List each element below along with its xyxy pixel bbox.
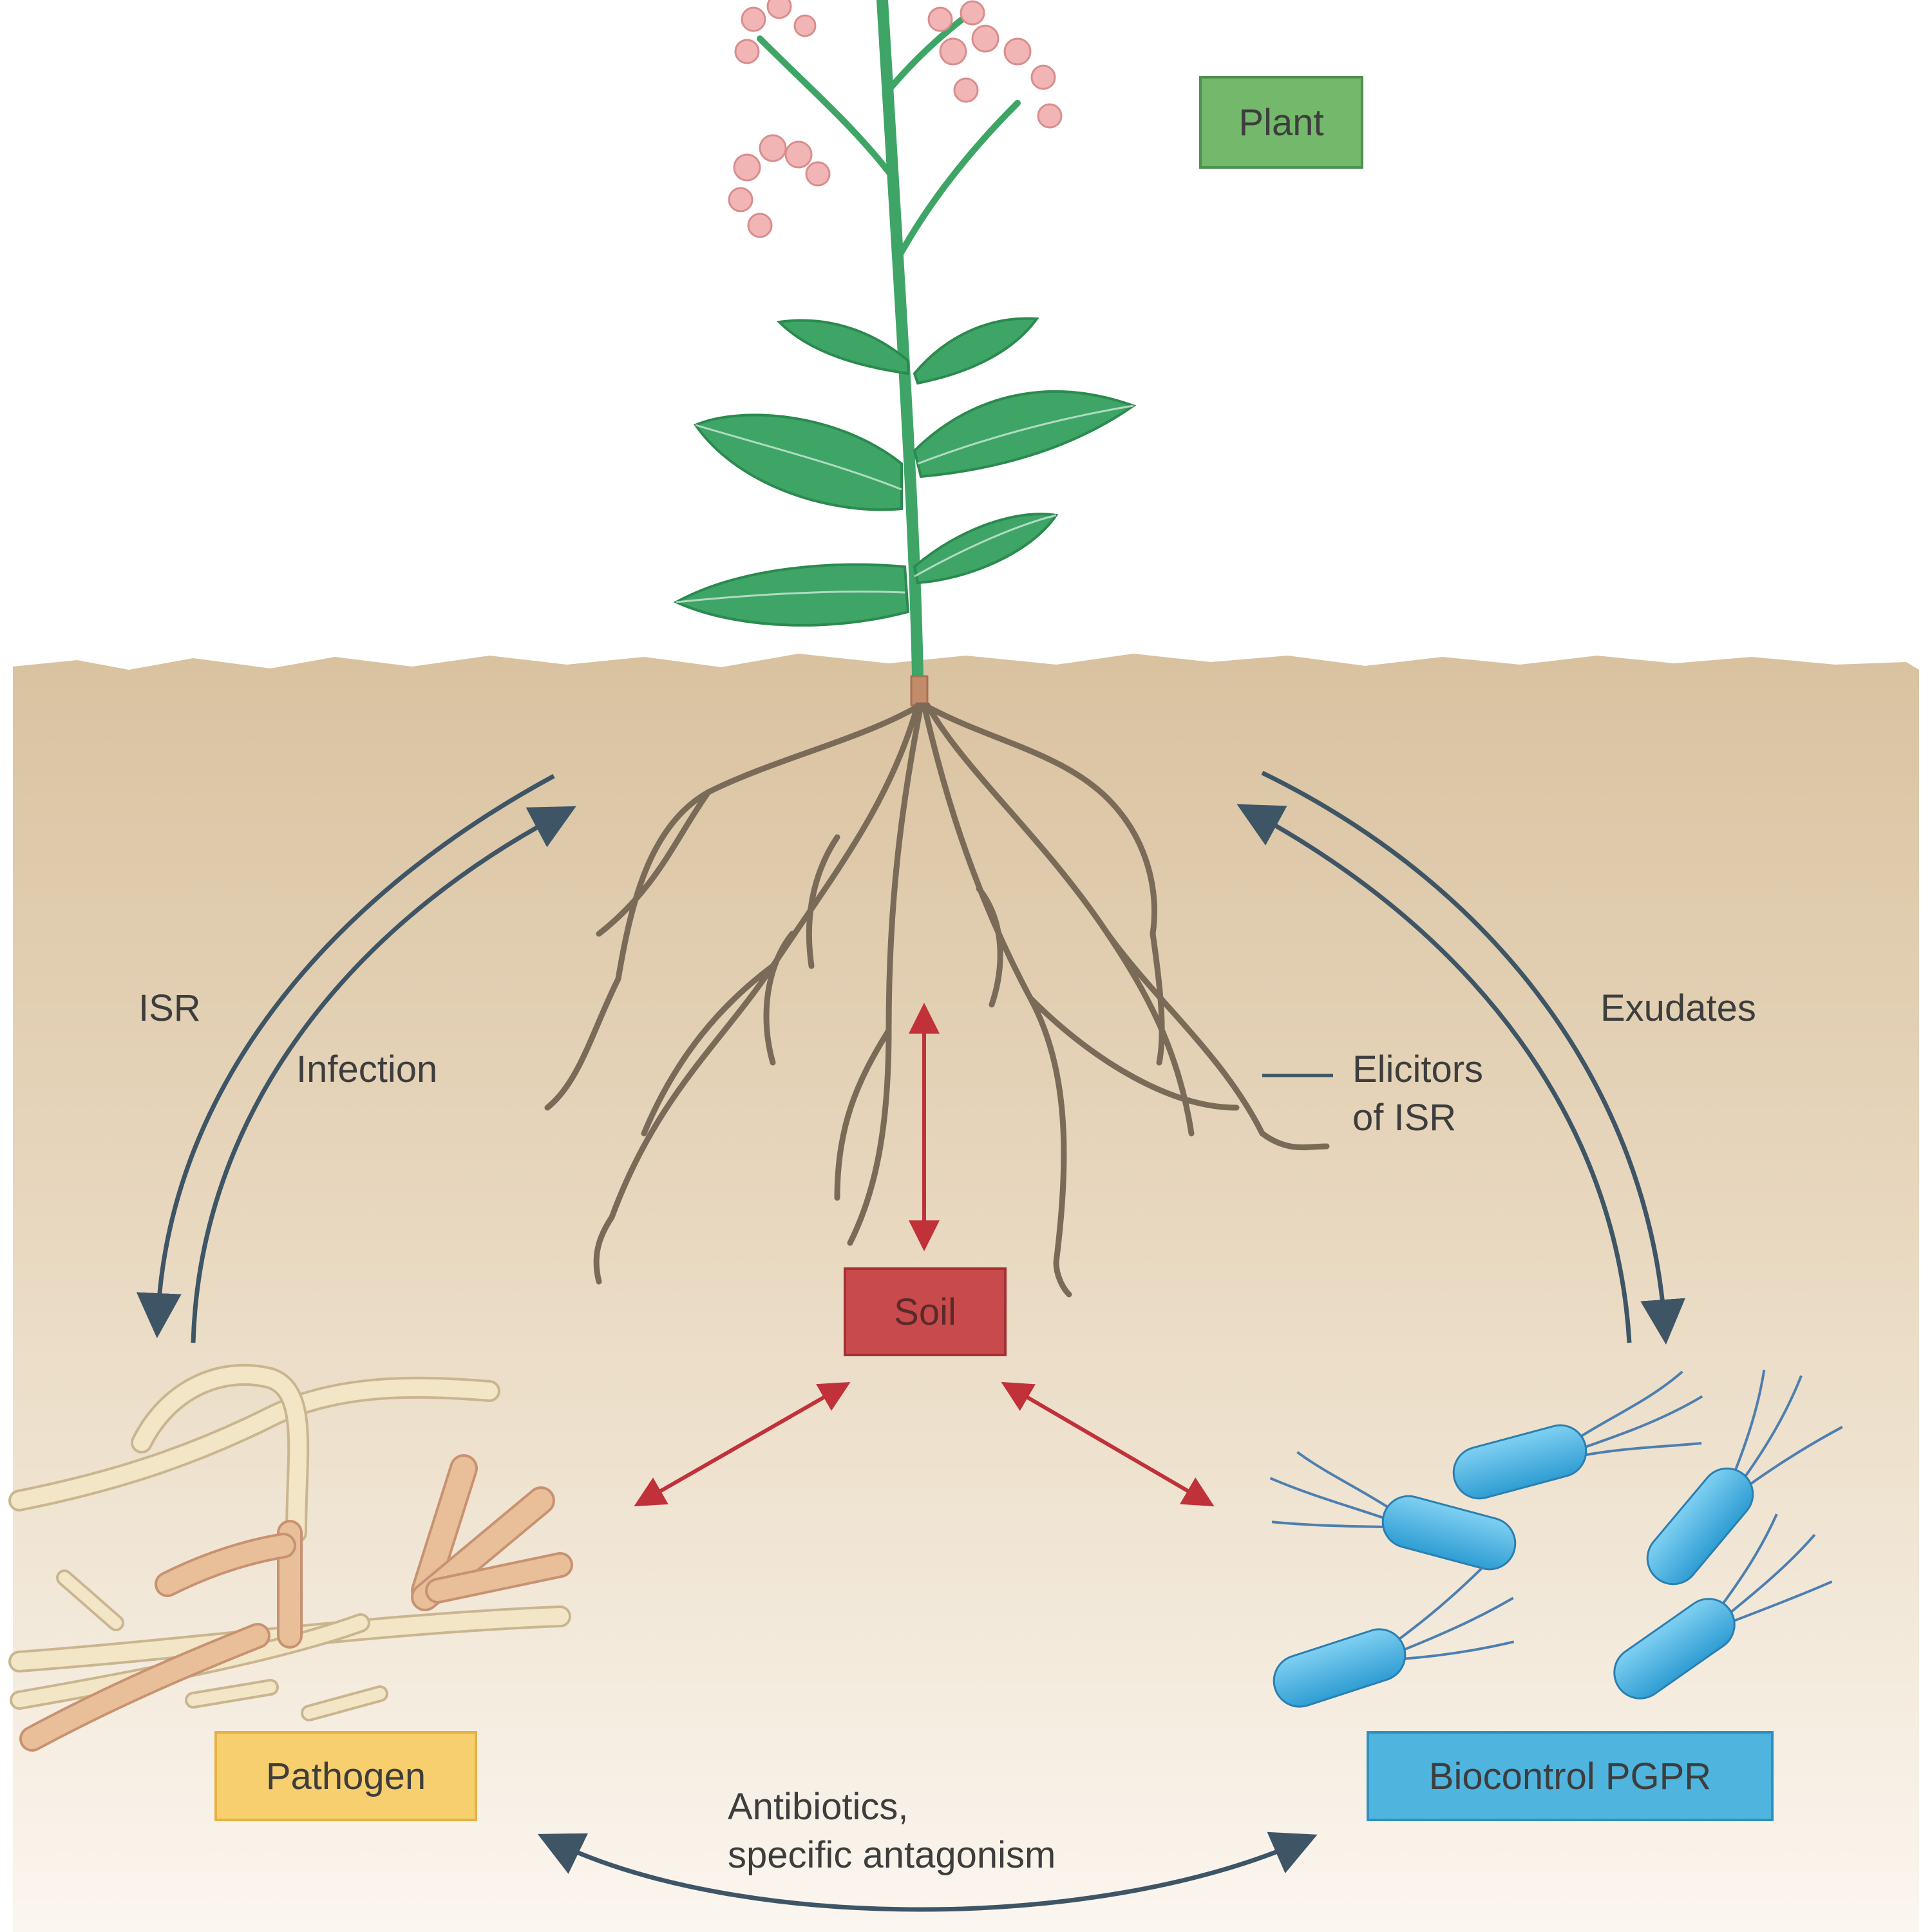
pathogen-label: Pathogen bbox=[265, 1755, 426, 1797]
pathogen-hyphae bbox=[8, 1363, 573, 1752]
elicitors-label-line2: of ISR bbox=[1352, 1097, 1457, 1139]
infection-arrow bbox=[191, 806, 576, 1343]
biocontrol-label: Biocontrol PGPR bbox=[1428, 1755, 1712, 1797]
soil-label: Soil bbox=[894, 1291, 956, 1333]
flower-clusters bbox=[728, 0, 1063, 238]
bacterium bbox=[1452, 1370, 1703, 1500]
bacterium bbox=[1269, 1451, 1517, 1571]
pgpr-to-root-arrow bbox=[1236, 804, 1632, 1343]
soil-pgpr-arrow bbox=[1001, 1381, 1215, 1507]
isr-label: ISR bbox=[138, 987, 201, 1029]
elicitors-label-line1: Elicitors bbox=[1352, 1048, 1484, 1090]
plant-box: Plant bbox=[1199, 76, 1363, 169]
pathogen-box: Pathogen bbox=[214, 1731, 477, 1821]
bacteria-group bbox=[1269, 1369, 1843, 1708]
bacterium bbox=[1646, 1369, 1843, 1586]
bacterium bbox=[1613, 1513, 1833, 1700]
roots bbox=[544, 675, 1330, 1298]
infection-label: Infection bbox=[296, 1048, 438, 1090]
soil-box: Soil bbox=[844, 1267, 1007, 1356]
exudates-arrow bbox=[1261, 770, 1685, 1345]
bacterium bbox=[1273, 1566, 1515, 1708]
leaf-veins bbox=[676, 404, 1134, 603]
antibiotics-arrow bbox=[537, 1832, 1318, 1912]
plant-label: Plant bbox=[1238, 101, 1324, 144]
biocontrol-box: Biocontrol PGPR bbox=[1367, 1731, 1774, 1821]
exudates-label: Exudates bbox=[1600, 987, 1756, 1029]
antibiotics-label-line2: specific antagonism bbox=[728, 1834, 1056, 1876]
antibiotics-label-line1: Antibiotics, bbox=[728, 1786, 909, 1828]
soil-pathogen-arrow bbox=[634, 1382, 851, 1506]
isr-arrow bbox=[136, 773, 555, 1338]
leaves bbox=[673, 317, 1137, 627]
